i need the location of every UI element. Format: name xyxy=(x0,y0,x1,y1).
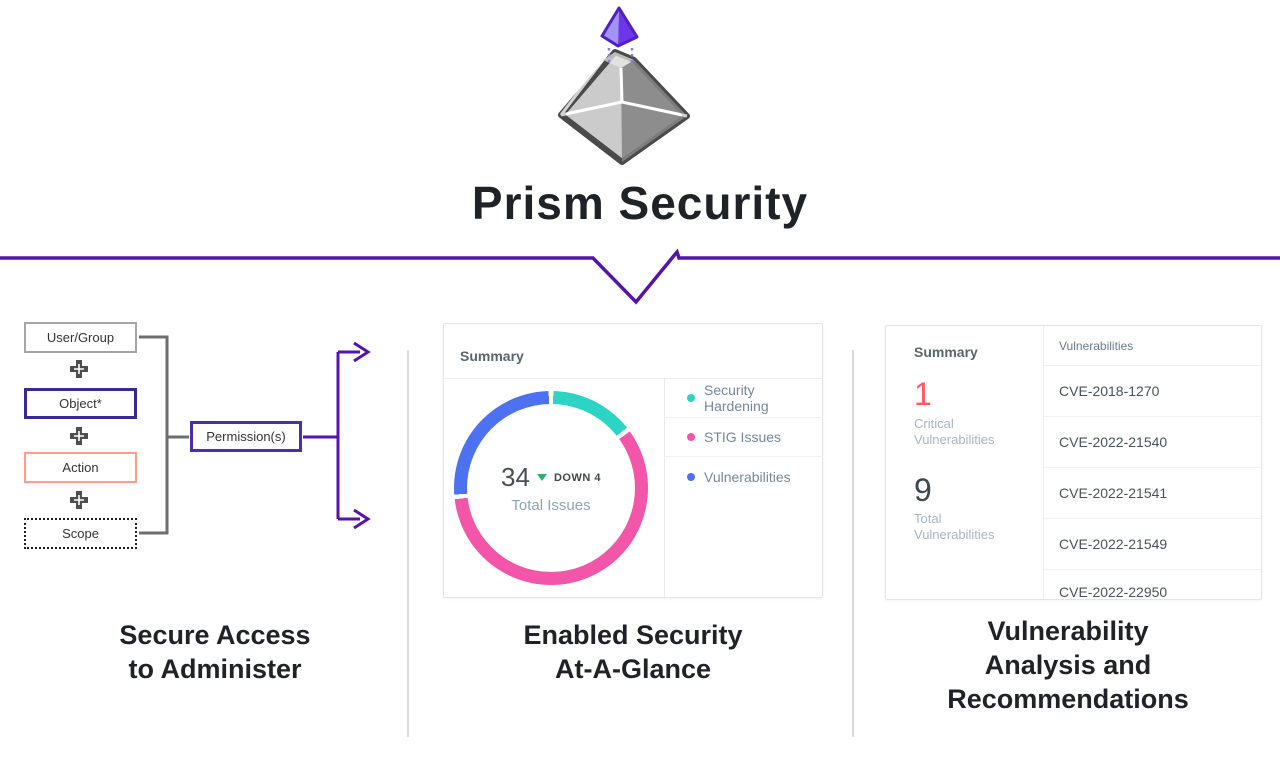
security-summary-card: Summary 34 DOWN 4 Total Issues Security … xyxy=(443,323,823,599)
legend-dot xyxy=(687,433,695,441)
stat-value: 9 xyxy=(914,471,932,508)
stat-label-line: Vulnerabilities xyxy=(914,527,995,543)
caption-line: Secure Access xyxy=(119,620,311,650)
table-row: CVE-2022-21549 xyxy=(1043,519,1263,570)
stat-label: Total Vulnerabilities xyxy=(914,511,1031,543)
diagram-box-user-group: User/Group xyxy=(24,322,137,353)
diagram-box-label: Action xyxy=(62,460,99,475)
chart-legend: Security Hardening STIG Issues Vulnerabi… xyxy=(664,379,823,496)
trend-down-icon xyxy=(536,474,547,481)
stat-value: 1 xyxy=(914,376,932,412)
stat-label: Critical Vulnerabilities xyxy=(914,416,1031,448)
table-row: CVE-2018-1270 xyxy=(1043,366,1263,417)
prism-logo-icon xyxy=(558,6,690,165)
caption-line: Recommendations xyxy=(947,684,1189,714)
plus-icon xyxy=(70,360,88,378)
trend-label: DOWN 4 xyxy=(553,471,601,484)
page-title: Prism Security xyxy=(471,177,809,229)
header-divider-line xyxy=(0,248,1280,305)
caption-enabled-security: Enabled Security At-A-Glance xyxy=(428,618,838,686)
column-divider-left xyxy=(407,350,409,737)
column-divider-right xyxy=(852,350,854,737)
legend-label: Security Hardening xyxy=(704,382,769,414)
stat-label-line: Vulnerabilities xyxy=(914,431,995,447)
arrow-head-bottom-icon xyxy=(353,508,371,530)
caption-line: At-A-Glance xyxy=(554,654,711,684)
table-row: CVE-2022-22950 xyxy=(1059,583,1168,600)
caption-vulnerability-analysis: Vulnerability Analysis and Recommendatio… xyxy=(873,614,1263,716)
diagram-box-object: Object* xyxy=(24,388,137,419)
flow-arrow-lines xyxy=(303,350,360,521)
diagram-box-label: User/Group xyxy=(46,330,115,345)
diagram-box-label: Scope xyxy=(62,526,99,541)
table-header: Vulnerabilities xyxy=(1043,326,1263,366)
caption-secure-access: Secure Access to Administer xyxy=(30,618,400,686)
arrow-head-top-icon xyxy=(353,341,371,363)
stat-label-line: Total xyxy=(914,511,942,527)
card-header-divider xyxy=(444,378,822,379)
legend-label: STIG Issues xyxy=(704,429,782,445)
legend-label: Vulnerabilities xyxy=(704,468,791,485)
legend-divider xyxy=(664,378,665,599)
vulnerability-summary-card: Summary 1 Critical Vulnerabilities 9 Tot… xyxy=(885,325,1263,600)
panel-title: Summary xyxy=(914,344,978,360)
card-column-divider xyxy=(1043,326,1044,599)
caption-line: Enabled Security xyxy=(523,620,743,650)
bracket-connector xyxy=(139,335,189,535)
legend-item-security-hardening: Security Hardening xyxy=(664,379,823,418)
legend-dot xyxy=(687,394,695,402)
vulnerability-stats-panel: Summary 1 Critical Vulnerabilities 9 Tot… xyxy=(886,326,1043,599)
diagram-box-scope: Scope xyxy=(24,518,137,549)
vulnerabilities-table: Vulnerabilities CVE-2018-1270 CVE-2022-2… xyxy=(1043,326,1263,600)
issues-donut-chart: 34 DOWN 4 Total Issues xyxy=(454,391,648,585)
donut-center: 34 DOWN 4 Total Issues xyxy=(467,404,635,572)
stat-label-line: Critical xyxy=(914,415,954,431)
total-vulnerabilities-stat: 9 Total Vulnerabilities xyxy=(914,471,1031,544)
diagram-box-label: Object* xyxy=(59,396,102,411)
total-issues-value: 34 xyxy=(501,462,530,492)
plus-icon xyxy=(70,427,88,445)
table-row: CVE-2022-21541 xyxy=(1043,468,1263,519)
diagram-box-label: Permission(s) xyxy=(206,429,286,444)
critical-vulnerabilities-stat: 1 Critical Vulnerabilities xyxy=(914,376,1031,448)
legend-item-stig-issues: STIG Issues xyxy=(664,418,823,457)
table-row: CVE-2022-21540 xyxy=(1043,417,1263,468)
caption-line: Vulnerability xyxy=(987,616,1149,646)
legend-item-vulnerabilities: Vulnerabilities xyxy=(664,457,823,496)
legend-dot xyxy=(687,472,695,481)
card-title: Summary xyxy=(460,348,524,364)
diagram-box-permissions: Permission(s) xyxy=(190,421,302,452)
diagram-box-action: Action xyxy=(24,452,137,483)
total-issues-label: Total Issues xyxy=(511,497,591,514)
caption-line: Analysis and xyxy=(984,650,1152,680)
caption-line: to Administer xyxy=(128,654,302,684)
plus-icon xyxy=(70,491,88,509)
